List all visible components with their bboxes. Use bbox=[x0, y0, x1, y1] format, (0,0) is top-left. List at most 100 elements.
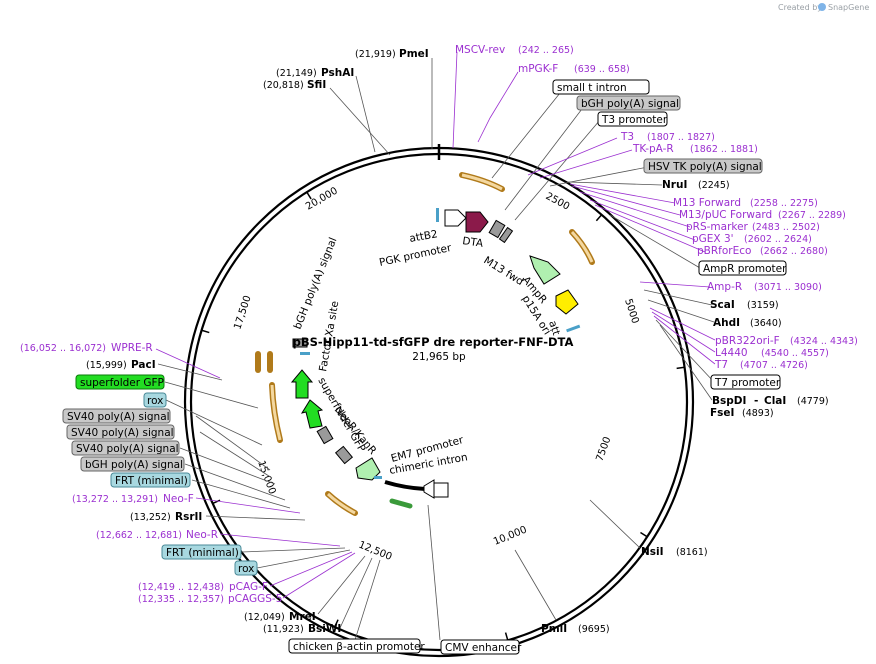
primer-pcagf-pos: (12,419 .. 12,438) bbox=[138, 582, 224, 593]
features bbox=[255, 172, 595, 516]
orf-arrow-2-fill bbox=[570, 230, 594, 263]
chimeric-intron-arc bbox=[384, 480, 426, 491]
box-sv40-polya-1 bbox=[62, 408, 171, 424]
site-pshai-name: PshAI bbox=[321, 67, 354, 79]
box-sv40-polya-2-label: SV40 poly(A) signal bbox=[71, 427, 174, 439]
primer-prs-name: pRS-marker bbox=[686, 221, 749, 233]
box-t3-promoter bbox=[597, 111, 668, 127]
tick-mark bbox=[212, 499, 221, 505]
primer-wpre-name: WPRE-R bbox=[111, 342, 153, 354]
site-sfii-name: SfiI bbox=[307, 79, 326, 91]
box-hsv-tk-polya-label: HSV TK poly(A) signal bbox=[648, 161, 762, 173]
primer-pbrfor-name: pBRforEco bbox=[697, 245, 751, 257]
box-hsv-tk-polya bbox=[643, 158, 763, 174]
primer-tkpa-name: TK-pA-R bbox=[632, 143, 674, 155]
site-scai-pos: (3159) bbox=[747, 300, 779, 311]
site-mrei-pos: (12,049) bbox=[244, 612, 285, 623]
backbone-inner bbox=[189, 152, 689, 652]
primer-pbr322-name: pBR322ori-F bbox=[715, 335, 780, 347]
primer-pbrfor-pos: (2662 .. 2680) bbox=[760, 246, 828, 257]
primer-prs-pos: (2483 .. 2502) bbox=[752, 222, 820, 233]
primer-l4440-pos: (4540 .. 4557) bbox=[761, 348, 829, 359]
orf-arrow-3-fill bbox=[326, 492, 356, 515]
primer-tkpa-pos: (1862 .. 1881) bbox=[690, 144, 758, 155]
inner-att: att bbox=[546, 319, 562, 337]
primer-pbr322-pos: (4324 .. 4343) bbox=[790, 336, 858, 347]
leader-lines bbox=[155, 51, 716, 641]
grey-block-2 bbox=[498, 226, 514, 244]
site-nsii-name: NsiI bbox=[641, 546, 664, 558]
primer-wpre-pos: (16,052 .. 16,072) bbox=[20, 343, 106, 354]
dta-arrow bbox=[465, 211, 489, 233]
box-rox-1-label: rox bbox=[147, 395, 163, 407]
box-sv40-polya-3 bbox=[71, 440, 180, 456]
box-rox-2-label: rox bbox=[238, 563, 254, 575]
primer-pcagf-name: pCAG-F bbox=[229, 581, 268, 593]
primer-t7-pos: (4707 .. 4726) bbox=[740, 360, 808, 371]
box-ampr-promoter bbox=[698, 260, 787, 276]
primer-neof-name: Neo-F bbox=[163, 493, 194, 505]
snapgene-logo-icon bbox=[818, 3, 826, 11]
box-t7-promoter-label: T7 promoter bbox=[714, 377, 781, 389]
primer-mscv-pos: (242 .. 265) bbox=[518, 45, 574, 56]
att-bar bbox=[566, 324, 581, 333]
site-paci-name: PacI bbox=[131, 359, 156, 371]
primer-pgex-name: pGEX 3' bbox=[692, 233, 734, 245]
primer-t3-pos: (1807 .. 1827) bbox=[647, 132, 715, 143]
site-scai-name: ScaI bbox=[710, 299, 735, 311]
box-bgh-polya-2 bbox=[80, 456, 185, 472]
site-ahdi-name: AhdI bbox=[713, 317, 740, 329]
site-pmei-pos: (21,919) bbox=[355, 49, 396, 60]
site-ahdi-pos: (3640) bbox=[750, 318, 782, 329]
small-green-arrow bbox=[389, 498, 413, 509]
site-mrei-name: MreI bbox=[289, 611, 316, 623]
primer-neor-name: Neo-R bbox=[186, 529, 218, 541]
box-ampr-promoter-label: AmpR promoter bbox=[703, 263, 787, 275]
box-bgh-polya-2-label: bGH poly(A) signal bbox=[85, 459, 183, 471]
site-bspdi-pos: (4779) bbox=[797, 396, 829, 407]
site-pmei-name: PmeI bbox=[399, 48, 429, 60]
p15a-ori-arrow bbox=[555, 289, 579, 315]
box-superfolder-gfp-label: superfolder GFP bbox=[80, 377, 164, 389]
primer-neof-pos: (13,272 .. 13,291) bbox=[72, 494, 158, 505]
tick-mark bbox=[595, 214, 603, 222]
credit-brand: SnapGene bbox=[828, 3, 869, 12]
primer-t7-name: T7 bbox=[714, 359, 728, 371]
box-rox-2 bbox=[234, 560, 258, 576]
box-frt-minimal-1-label: FRT (minimal) bbox=[115, 475, 188, 487]
site-pmli-name: PmlI bbox=[541, 623, 567, 635]
grey-block-1 bbox=[488, 219, 506, 239]
box-sv40-polya-2 bbox=[66, 424, 175, 440]
primer-l4440-name: L4440 bbox=[715, 347, 748, 359]
tick-7500: 7500 bbox=[594, 435, 613, 463]
primer-ampr-pos: (3071 .. 3090) bbox=[754, 282, 822, 293]
site-pshai-pos: (21,149) bbox=[276, 68, 317, 79]
inner-m13-fwd: M13 fwd bbox=[481, 254, 525, 288]
site-fsei-pos: (4893) bbox=[742, 408, 774, 419]
site-clai-name: ClaI bbox=[764, 395, 786, 407]
box-sv40-polya-1-label: SV40 poly(A) signal bbox=[67, 411, 170, 423]
site-bspdi-name: BspDI bbox=[712, 395, 746, 407]
site-rsrii-name: RsrII bbox=[175, 511, 202, 523]
box-rox-1 bbox=[143, 392, 167, 408]
primer-pcaggs-pos: (12,335 .. 12,357) bbox=[138, 594, 224, 605]
tick-marks bbox=[201, 191, 685, 641]
tick-2500: 2500 bbox=[544, 191, 572, 213]
box-superfolder-gfp bbox=[75, 374, 165, 390]
cmv-arrow-head bbox=[423, 479, 435, 499]
box-small-t-intron-label: small t intron bbox=[557, 82, 627, 94]
orf-arrow-1-fill bbox=[461, 173, 503, 191]
primer-m13puc-pos: (2267 .. 2289) bbox=[778, 210, 846, 221]
box-bgh-polya-1 bbox=[576, 95, 681, 111]
orf-arrow-4-fill bbox=[270, 384, 282, 441]
credit-prefix: Created by bbox=[778, 3, 822, 12]
box-frt-minimal-2 bbox=[161, 544, 242, 560]
em7-bar bbox=[374, 476, 382, 479]
cmv-enhancer-block bbox=[433, 482, 449, 498]
tick-mark bbox=[676, 366, 685, 370]
box-t7-promoter bbox=[710, 374, 781, 390]
box-frt-minimal-1 bbox=[110, 472, 191, 488]
tick-mark bbox=[640, 531, 648, 538]
inner-attb2: attB2 bbox=[408, 228, 438, 245]
